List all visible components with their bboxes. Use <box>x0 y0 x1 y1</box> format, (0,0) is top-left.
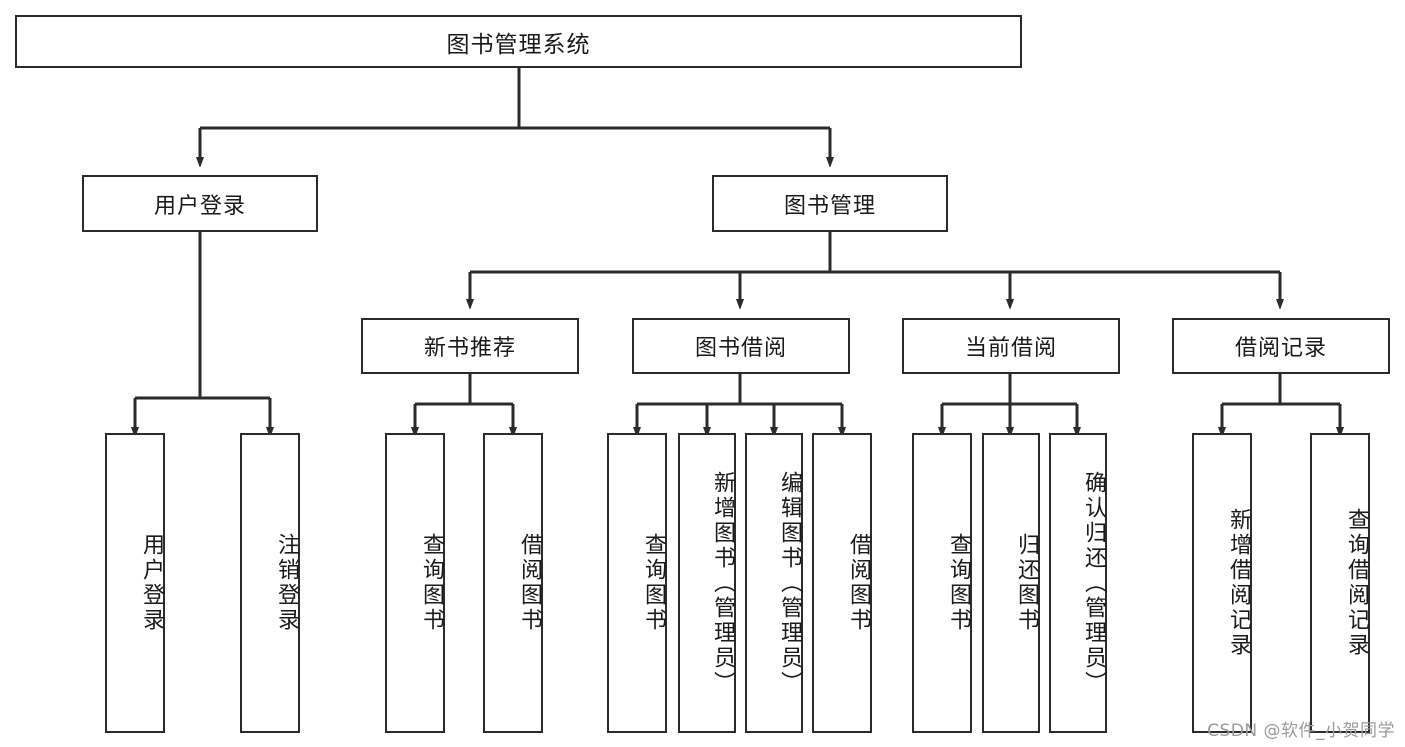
node-leaf-borrow-book-recommend[interactable]: 借阅图书 <box>483 433 543 733</box>
node-label: 新增借阅记录 <box>1226 508 1251 658</box>
node-leaf-query-borrow-record[interactable]: 查询借阅记录 <box>1310 433 1370 733</box>
node-leaf-return-book[interactable]: 归还图书 <box>982 433 1040 733</box>
node-label: 图书管理系统 <box>446 31 591 58</box>
node-label: 用户登录 <box>153 193 246 219</box>
node-borrow-record[interactable]: 借阅记录 <box>1172 318 1390 374</box>
node-label: 图书借阅 <box>694 336 787 361</box>
node-leaf-query-book-borrow[interactable]: 查询图书 <box>607 433 667 733</box>
node-label: 查询图书 <box>641 533 666 633</box>
node-leaf-logout[interactable]: 注销登录 <box>240 433 300 733</box>
node-label: 查询图书 <box>419 533 444 633</box>
node-label: 借阅图书 <box>846 533 871 633</box>
node-leaf-add-book-admin[interactable]: 新增图书（管理员） <box>678 433 736 733</box>
node-leaf-user-login[interactable]: 用户登录 <box>105 433 165 733</box>
node-user-login[interactable]: 用户登录 <box>82 175 318 232</box>
node-current-borrow[interactable]: 当前借阅 <box>902 318 1120 374</box>
node-leaf-confirm-return-admin[interactable]: 确认归还（管理员） <box>1049 433 1107 733</box>
node-leaf-add-borrow-record[interactable]: 新增借阅记录 <box>1192 433 1252 733</box>
node-book-management[interactable]: 图书管理 <box>712 175 948 232</box>
node-leaf-edit-book-admin[interactable]: 编辑图书（管理员） <box>745 433 803 733</box>
node-label: 当前借阅 <box>964 336 1057 361</box>
node-label: 借阅记录 <box>1234 336 1327 361</box>
node-label: 用户登录 <box>139 533 164 633</box>
node-label: 新增图书（管理员） <box>710 470 735 696</box>
node-book-borrow[interactable]: 图书借阅 <box>632 318 850 374</box>
csdn-watermark: CSDN @软件_小贺同学 <box>1207 721 1395 741</box>
node-label: 查询借阅记录 <box>1344 508 1369 658</box>
node-label: 借阅图书 <box>517 533 542 633</box>
node-label: 查询图书 <box>946 533 971 633</box>
node-label: 编辑图书（管理员） <box>777 470 802 696</box>
node-label: 新书推荐 <box>423 336 516 361</box>
node-label: 注销登录 <box>274 533 299 633</box>
node-leaf-query-book-current[interactable]: 查询图书 <box>912 433 972 733</box>
node-label: 归还图书 <box>1014 533 1039 633</box>
node-label: 图书管理 <box>783 193 876 219</box>
node-leaf-borrow-book[interactable]: 借阅图书 <box>812 433 872 733</box>
node-label: 确认归还（管理员） <box>1081 470 1106 696</box>
node-leaf-query-book-recommend[interactable]: 查询图书 <box>385 433 445 733</box>
node-new-book-recommend[interactable]: 新书推荐 <box>361 318 579 374</box>
node-root-system[interactable]: 图书管理系统 <box>15 15 1022 68</box>
